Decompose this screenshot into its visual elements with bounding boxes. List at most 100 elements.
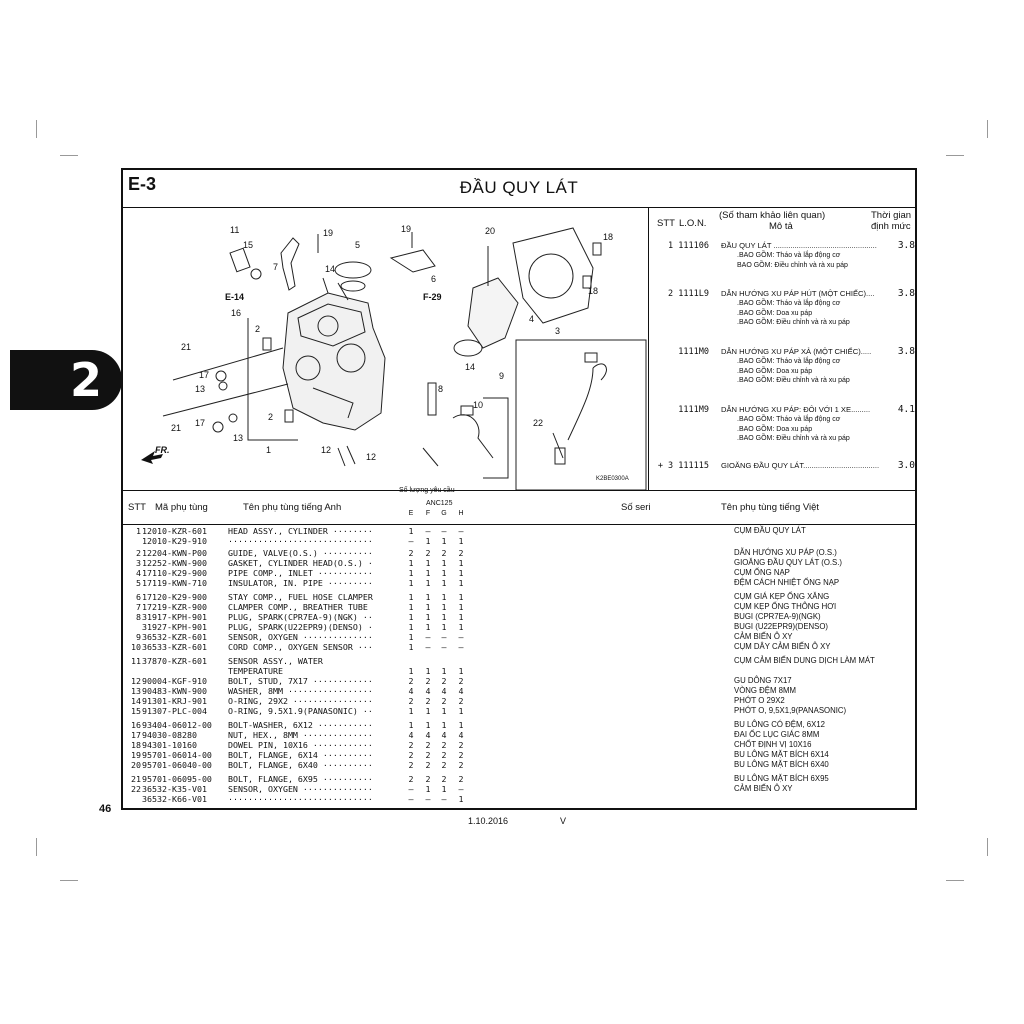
row-qty: – bbox=[458, 526, 464, 536]
row-part-number: 12010-KZR-601 bbox=[142, 526, 207, 536]
footer-date: 1.10.2016 bbox=[468, 816, 509, 826]
ref-entry-note: .BAO GỒM: Tháo và lắp động cơ bbox=[737, 358, 841, 365]
row-english-name: ····························· bbox=[228, 794, 373, 804]
row-stt: 21 bbox=[131, 774, 141, 784]
ref-entry: 1 111106 ĐẦU QUY LÁT ....................… bbox=[653, 240, 915, 270]
callout-15: 15 bbox=[243, 240, 253, 250]
section-code: E-3 bbox=[128, 174, 157, 194]
ref-entry-note: .BAO GỒM: Doa xu páp bbox=[737, 367, 813, 375]
row-qty: 1 bbox=[441, 578, 447, 588]
row-qty: 1 bbox=[408, 592, 414, 602]
callout-1: 1 bbox=[266, 445, 271, 455]
row-english-name: WASHER, 8MM ················· bbox=[228, 686, 373, 696]
row-qty: 2 bbox=[425, 740, 431, 750]
row-qty: 2 bbox=[408, 676, 414, 686]
ref-entry-stt: 1 111106 bbox=[668, 241, 709, 251]
row-qty: 2 bbox=[458, 750, 464, 760]
crop-mark bbox=[60, 880, 78, 881]
row-english-name: DOWEL PIN, 10X16 ············ bbox=[228, 740, 373, 750]
col-qty-g: G bbox=[441, 510, 447, 517]
row-part-number: 17219-KZR-900 bbox=[142, 602, 207, 612]
row-qty: 1 bbox=[425, 666, 431, 676]
row-english-name: CLAMPER COMP., BREATHER TUBE bbox=[228, 602, 368, 612]
row-qty: 4 bbox=[408, 686, 414, 696]
row-qty: – bbox=[441, 632, 447, 642]
row-english-name: O-RING, 9.5X1.9(PANASONIC) ·· bbox=[228, 706, 373, 716]
row-part-number: 91307-PLC-004 bbox=[142, 706, 207, 716]
row-vietnamese-name: BUGI (U22EPR9)(DENSO) bbox=[734, 622, 829, 631]
row-qty: – bbox=[441, 794, 447, 804]
section-tab-number: 2 bbox=[69, 353, 102, 407]
row-qty: 4 bbox=[425, 730, 431, 740]
callout-13-b: 13 bbox=[233, 433, 243, 443]
col-qty-e: E bbox=[408, 510, 414, 517]
row-part-number: 94301-10160 bbox=[142, 740, 197, 750]
cylinder-head-illustration: 11 15 7 19 5 14 19 6 20 18 18 4 3 14 16 … bbox=[141, 224, 647, 491]
row-vietnamese-name: CỤM GIÁ KẸP ỐNG XĂNG bbox=[734, 592, 830, 601]
row-qty: 1 bbox=[408, 632, 414, 642]
row-qty: 1 bbox=[441, 558, 447, 568]
row-stt: 18 bbox=[131, 740, 141, 750]
row-qty: 1 bbox=[408, 526, 414, 536]
row-qty: 1 bbox=[441, 536, 447, 546]
row-stt: 1 bbox=[136, 526, 141, 536]
row-qty: 2 bbox=[408, 696, 414, 706]
row-part-number: 17110-K29-900 bbox=[142, 568, 207, 578]
row-part-number: 95701-06040-00 bbox=[142, 760, 212, 770]
crop-mark bbox=[36, 120, 37, 138]
table-row: 36532-K66-V01···························… bbox=[123, 794, 915, 804]
row-qty: 2 bbox=[458, 774, 464, 784]
row-qty: 1 bbox=[425, 706, 431, 716]
front-arrow-icon bbox=[141, 451, 163, 464]
row-vietnamese-name: CỤM CẢM BIẾN DUNG DỊCH LÀM MÁT bbox=[734, 656, 875, 665]
row-qty: – bbox=[408, 536, 414, 546]
callout-3: 3 bbox=[555, 326, 560, 336]
row-vietnamese-name: VÒNG ĐỆM 8MM bbox=[734, 686, 796, 695]
row-qty: – bbox=[441, 642, 447, 652]
row-stt: 19 bbox=[131, 750, 141, 760]
row-qty: 2 bbox=[441, 750, 447, 760]
row-qty: 2 bbox=[425, 750, 431, 760]
crop-mark bbox=[987, 838, 988, 856]
ref-entry-note: .BAO GỒM: Điều chỉnh và rà xu páp bbox=[737, 319, 850, 326]
row-qty: 1 bbox=[458, 578, 464, 588]
row-vietnamese-name: BUGI (CPR7EA-9)(NGK) bbox=[734, 612, 821, 621]
section-tab: 2 bbox=[10, 350, 122, 410]
row-part-number: 95701-06014-00 bbox=[142, 750, 212, 760]
row-english-name: TEMPERATURE bbox=[228, 666, 283, 676]
ref-entry-stt: 1111M9 bbox=[678, 405, 709, 415]
row-english-name: PIPE COMP., INLET ··········· bbox=[228, 568, 373, 578]
row-vietnamese-name: CỤM ĐẦU QUY LÁT bbox=[734, 526, 806, 535]
callout-21-b: 21 bbox=[171, 423, 181, 433]
ref-col-desc-1: (Số tham khảo liên quan) bbox=[719, 210, 826, 221]
row-qty: 1 bbox=[458, 720, 464, 730]
row-qty: 1 bbox=[458, 666, 464, 676]
exploded-parts-diagram: 11 15 7 19 5 14 19 6 20 18 18 4 3 14 16 … bbox=[123, 208, 648, 491]
row-qty: 1 bbox=[408, 602, 414, 612]
row-qty: 2 bbox=[425, 548, 431, 558]
ref-entry-desc: ĐẦU QUY LÁT ............................… bbox=[721, 241, 877, 250]
row-qty: 2 bbox=[458, 548, 464, 558]
row-qty: 2 bbox=[441, 774, 447, 784]
crop-mark bbox=[60, 155, 78, 156]
row-qty: 1 bbox=[441, 706, 447, 716]
callout-8: 8 bbox=[438, 384, 443, 394]
front-arrow-label: FR. bbox=[155, 445, 170, 455]
callout-22: 22 bbox=[533, 418, 543, 428]
row-qty: 1 bbox=[425, 578, 431, 588]
row-stt: 2 bbox=[136, 548, 141, 558]
row-stt: 8 bbox=[136, 612, 141, 622]
row-qty: 4 bbox=[441, 686, 447, 696]
row-english-name: PLUG, SPARK(CPR7EA-9)(NGK) ·· bbox=[228, 612, 373, 622]
row-qty: 1 bbox=[458, 558, 464, 568]
row-part-number: 95701-06095-00 bbox=[142, 774, 212, 784]
ref-entry-time: 3.8 bbox=[897, 240, 915, 251]
table-row: 12010-K29-910···························… bbox=[123, 536, 915, 546]
row-english-name: SENSOR, OXYGEN ·············· bbox=[228, 784, 373, 794]
